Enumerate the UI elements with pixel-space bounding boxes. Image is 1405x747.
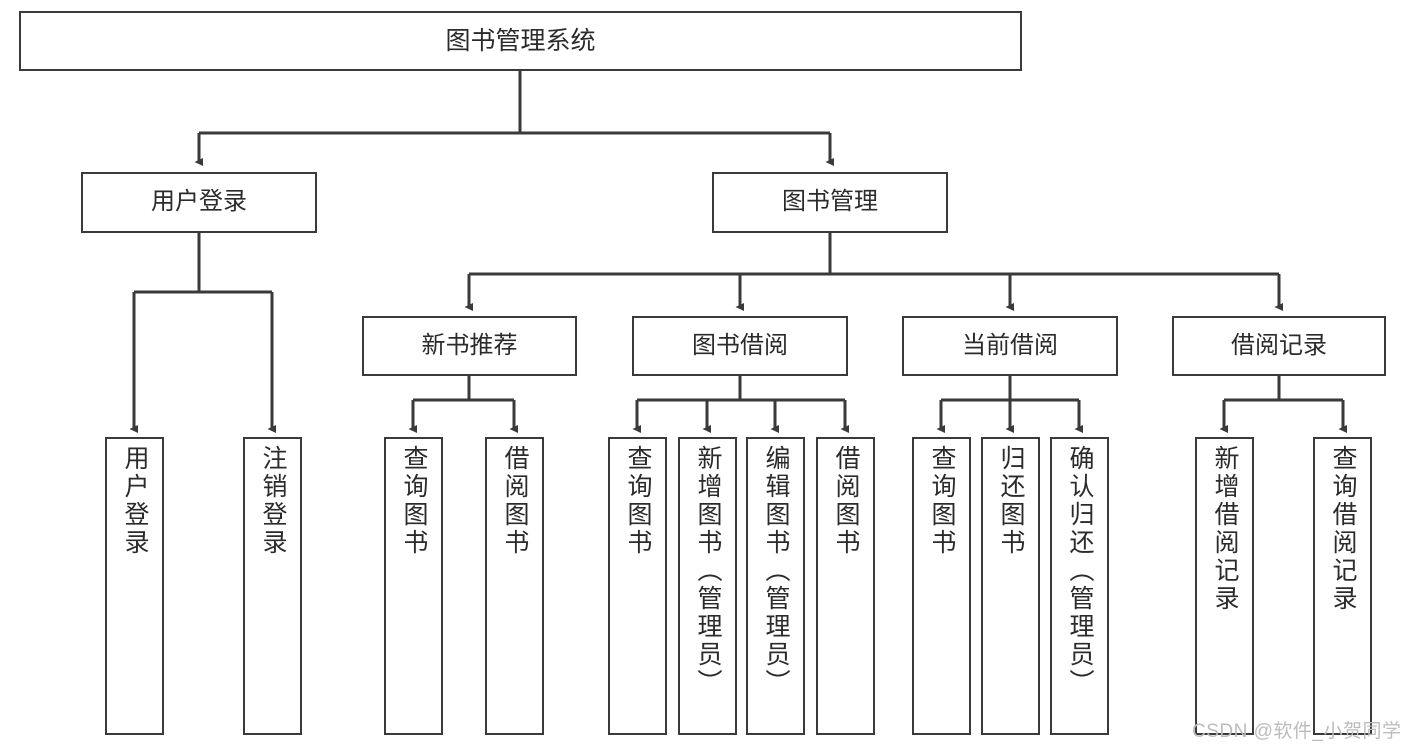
node-label: 查询图书 bbox=[400, 445, 428, 557]
leaf-query-borrow-record[interactable]: 查询借阅记录 bbox=[1313, 437, 1372, 735]
node-label: 查询图书 bbox=[928, 445, 956, 557]
node-label: 借阅图书 bbox=[832, 445, 860, 557]
csdn-watermark: CSDN @软件_小贺同学 bbox=[1192, 721, 1402, 742]
node-label: 注销登录 bbox=[259, 445, 287, 557]
node-label: 借阅图书 bbox=[501, 445, 529, 557]
node-label: 新增借阅记录 bbox=[1211, 445, 1239, 613]
leaf-user-login[interactable]: 用户登录 bbox=[105, 437, 164, 735]
leaf-confirm-return[interactable]: 确认归还（管理员） bbox=[1050, 437, 1109, 735]
node-label: 借阅记录 bbox=[1231, 331, 1327, 359]
leaf-return-book[interactable]: 归还图书 bbox=[981, 437, 1040, 735]
node-new-book-recommend[interactable]: 新书推荐 bbox=[362, 316, 577, 376]
leaf-logout-login[interactable]: 注销登录 bbox=[243, 437, 302, 735]
node-label: 图书借阅 bbox=[692, 331, 788, 359]
leaf-add-book[interactable]: 新增图书（管理员） bbox=[678, 437, 737, 735]
node-label: 查询借阅记录 bbox=[1329, 445, 1357, 613]
leaf-query-book-current[interactable]: 查询图书 bbox=[912, 437, 971, 735]
leaf-query-book-recommend[interactable]: 查询图书 bbox=[384, 437, 443, 735]
node-label: 用户登录 bbox=[121, 445, 149, 557]
node-book-manage[interactable]: 图书管理 bbox=[712, 172, 948, 233]
leaf-add-borrow-record[interactable]: 新增借阅记录 bbox=[1195, 437, 1254, 735]
node-label: 编辑图书（管理员） bbox=[762, 445, 790, 697]
node-label: 新书推荐 bbox=[421, 331, 518, 359]
node-root-system[interactable]: 图书管理系统 bbox=[19, 11, 1022, 71]
leaf-edit-book[interactable]: 编辑图书（管理员） bbox=[746, 437, 805, 735]
leaf-borrow-book-recommend[interactable]: 借阅图书 bbox=[485, 437, 544, 735]
node-label: 归还图书 bbox=[997, 445, 1025, 557]
node-borrow-record[interactable]: 借阅记录 bbox=[1172, 316, 1386, 376]
node-current-borrow[interactable]: 当前借阅 bbox=[902, 316, 1118, 376]
node-book-borrow[interactable]: 图书借阅 bbox=[632, 316, 848, 376]
node-label: 图书管理 bbox=[782, 188, 878, 216]
leaf-borrow-book-borrow[interactable]: 借阅图书 bbox=[816, 437, 875, 735]
node-label: 用户登录 bbox=[151, 188, 247, 216]
leaf-query-book-borrow[interactable]: 查询图书 bbox=[608, 437, 667, 735]
node-label: 图书管理系统 bbox=[445, 27, 596, 55]
node-user-login[interactable]: 用户登录 bbox=[81, 172, 317, 233]
node-label: 查询图书 bbox=[624, 445, 652, 557]
node-label: 当前借阅 bbox=[962, 331, 1058, 359]
node-label: 新增图书（管理员） bbox=[694, 445, 722, 697]
node-label: 确认归还（管理员） bbox=[1066, 445, 1094, 697]
